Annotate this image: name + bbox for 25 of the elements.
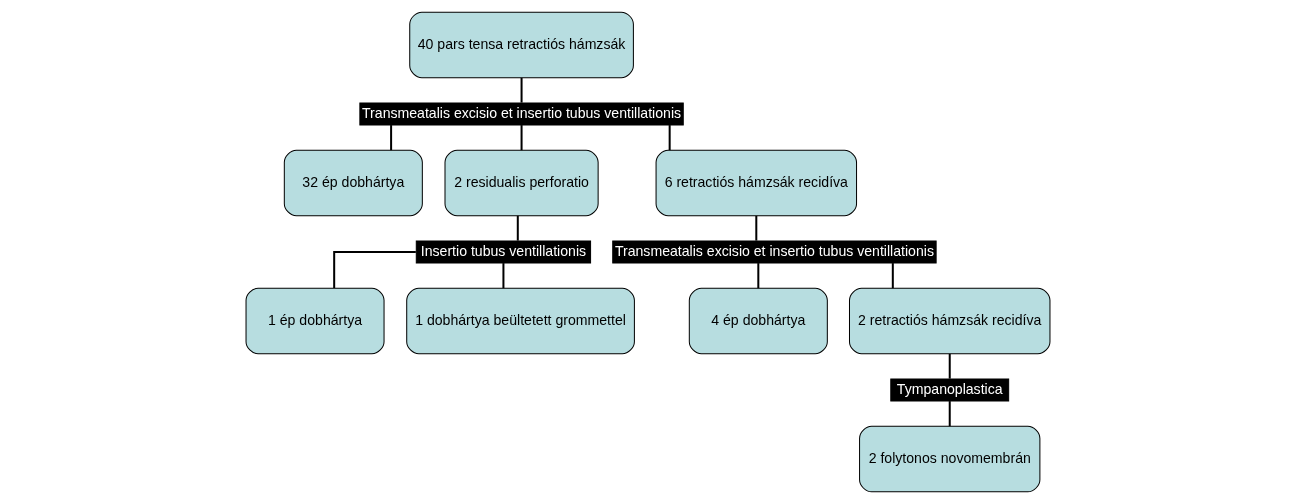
connector <box>668 125 671 151</box>
node-box: 2 folytonos novomembrán <box>858 425 1040 493</box>
node-box: 1 dobhártya beültetett grommettel <box>405 287 635 355</box>
connector <box>516 215 519 241</box>
connector <box>891 263 894 289</box>
node-box: 2 retractiós hámzsák recidíva <box>848 287 1050 355</box>
node-box: Transmeatalis excisio et insertio tubus ventillationis <box>611 240 937 264</box>
connector <box>501 263 504 289</box>
connector <box>756 263 759 289</box>
connector <box>520 77 523 103</box>
node-box: 40 pars tensa retractiós hámzsák <box>408 11 634 79</box>
node-box: 2 residualis perforatio <box>444 149 599 217</box>
node-box: Insertio tubus ventillationis <box>415 240 591 264</box>
node-box: 1 ép dobhártya <box>245 287 385 355</box>
node-box: Transmeatalis excisio et insertio tubus ventillationis <box>358 102 684 126</box>
node-box: Tympanoplastica <box>889 378 1009 402</box>
connector <box>520 125 523 151</box>
node-box: 6 retractiós hámzsák recidíva <box>655 149 857 217</box>
connector <box>948 401 951 427</box>
connector <box>389 125 392 151</box>
node-box: 4 ép dobhártya <box>688 287 828 355</box>
connector <box>754 215 757 241</box>
connector <box>948 353 951 379</box>
connector <box>332 251 416 289</box>
node-box: 32 ép dobhártya <box>283 149 423 217</box>
